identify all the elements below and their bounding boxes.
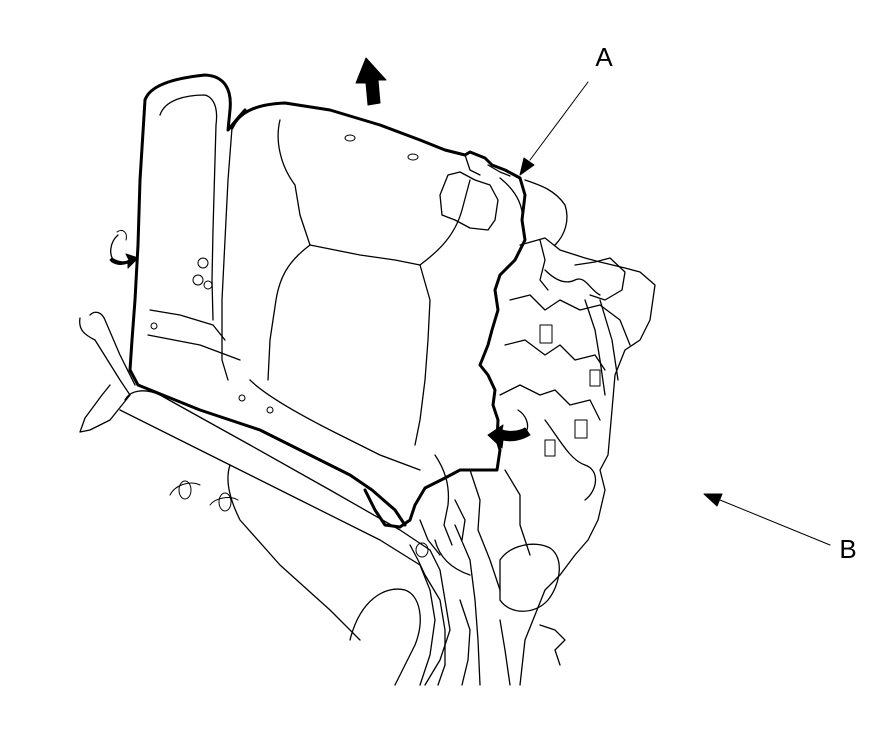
callout-b-label: B bbox=[839, 534, 856, 564]
pull-up-arrow bbox=[355, 57, 387, 106]
callout-a-label: A bbox=[595, 42, 613, 72]
callout-b: B bbox=[703, 493, 857, 564]
seat-back-cover bbox=[221, 101, 568, 529]
seat-cushion bbox=[79, 311, 451, 686]
callout-a: A bbox=[519, 42, 613, 176]
side-bolster bbox=[128, 73, 407, 527]
rotate-arrow-right bbox=[487, 409, 531, 449]
rotate-arrow-left bbox=[109, 229, 139, 269]
seat-frame bbox=[434, 237, 656, 686]
seat-back-clip-lines bbox=[419, 454, 466, 556]
